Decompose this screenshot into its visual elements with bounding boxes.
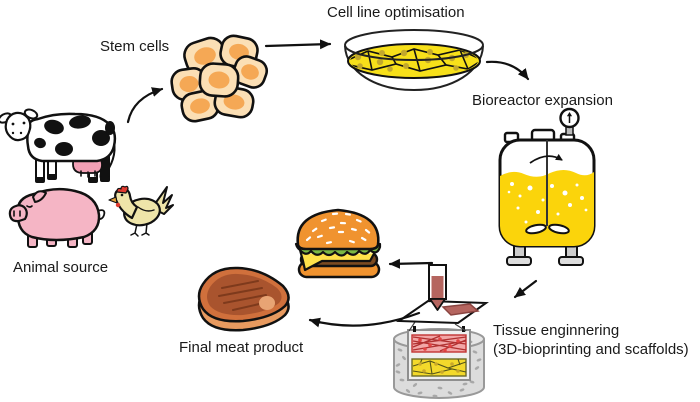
chicken-beak	[108, 196, 118, 204]
projection-lines	[408, 321, 467, 332]
chicken-wattle	[115, 202, 121, 208]
cow-icon	[0, 108, 117, 183]
flow-arrows	[126, 39, 538, 328]
label-final-meat-product: Final meat product	[179, 339, 304, 356]
arrow-bioreactor-to-tissue	[513, 279, 538, 299]
impeller-blade-left	[525, 223, 547, 235]
muscle-fiber-layer	[411, 334, 467, 353]
bioprinter-scaffold-icon	[393, 264, 489, 399]
steak-icon	[197, 266, 290, 332]
rotation-arrow-icon	[529, 153, 563, 164]
stem-cell-cluster-icon	[170, 34, 269, 123]
pig-ear	[32, 190, 47, 203]
label-stem-cells: Stem cells	[100, 38, 170, 55]
label-animal-source: Animal source	[13, 259, 109, 276]
dish-rim	[344, 29, 484, 61]
label-cell-line-optimisation: Cell line optimisation	[327, 4, 465, 21]
arrow-tissue-to-burger	[388, 258, 434, 269]
arrow-tissue-to-steak	[308, 311, 421, 328]
arrow-animals-to-stemcells	[126, 87, 164, 124]
pig-icon	[8, 187, 106, 248]
steak-bone	[259, 296, 275, 310]
pig-snout	[8, 204, 28, 223]
printed-tissue-patch	[441, 303, 480, 316]
sesame-seeds	[305, 212, 371, 245]
animal-source-group	[0, 108, 174, 248]
arrow-stemcells-to-dish	[264, 39, 332, 50]
pressure-gauge-icon	[559, 107, 580, 136]
scaffold-cylinder	[393, 326, 485, 399]
grill-marks	[218, 280, 269, 311]
stirred-tank-bioreactor-icon	[498, 107, 596, 266]
chicken-icon	[108, 185, 174, 237]
arrow-dish-to-bioreactor	[485, 60, 530, 81]
label-tissue-engineering: Tissue enginnering	[493, 322, 620, 339]
label-tissue-engineering-sub: (3D-bioprinting and scaffolds)	[493, 341, 689, 358]
petri-dish-icon	[344, 29, 484, 92]
printer-nozzle-icon	[428, 264, 447, 311]
burger-icon	[294, 208, 382, 279]
impeller-blade-right	[548, 223, 570, 235]
cell-layer	[411, 358, 467, 377]
label-bioreactor-expansion: Bioreactor expansion	[472, 92, 613, 109]
chicken-comb	[116, 185, 129, 194]
